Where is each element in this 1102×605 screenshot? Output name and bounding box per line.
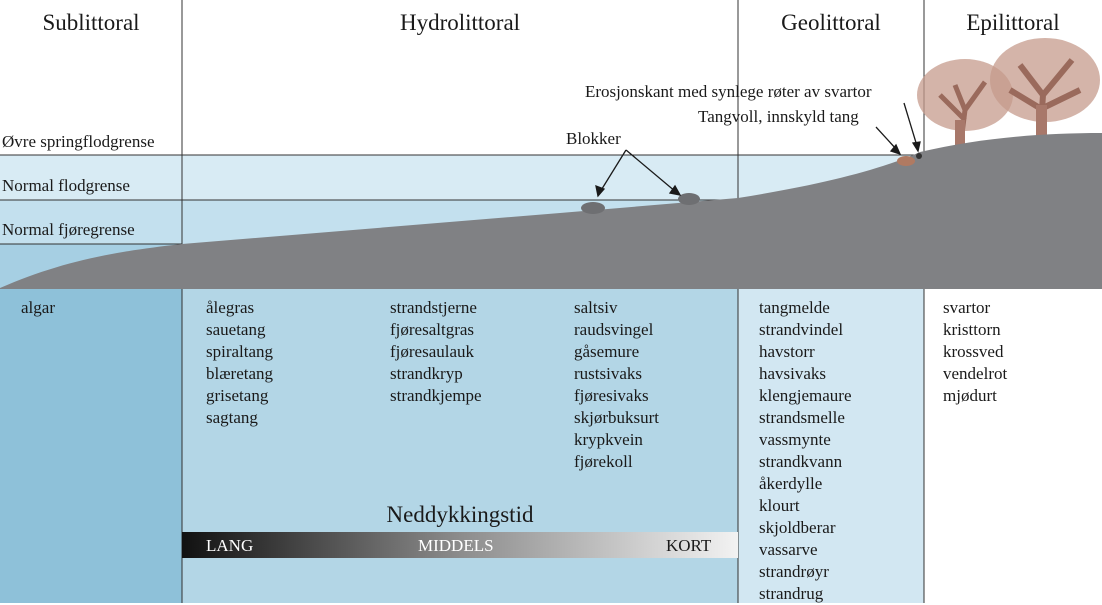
geolittoral-panel: [738, 288, 924, 603]
zone-title-epilittoral: Epilittoral: [966, 10, 1060, 35]
zone-title-sublittoral: Sublittoral: [42, 10, 140, 35]
level-label-normal-high-tide: Normal flodgrense: [2, 176, 130, 195]
species-name: svartor: [943, 298, 991, 317]
species-name: strandstjerne: [390, 298, 477, 317]
species-name: sauetang: [206, 320, 266, 339]
species-list-sublittoral: algar: [21, 297, 55, 319]
zone-title-hydrolittoral: Hydrolittoral: [399, 10, 521, 35]
species-name: fjøresivaks: [574, 386, 649, 405]
species-name: klengjemaure: [759, 386, 852, 405]
species-list-geolittoral: tangmelde strandvindel havstorr havsivaks kl…: [759, 297, 852, 605]
species-name: gåsemure: [574, 342, 640, 361]
submersion-label-short: KORT: [666, 536, 712, 555]
species-name: krypkvein: [574, 430, 643, 449]
annotation-erosion-edge: Erosjonskant med synlege røter av svarto…: [585, 82, 872, 101]
species-name: sagtang: [206, 408, 258, 427]
species-name: strandrug: [759, 584, 824, 603]
species-name: klourt: [759, 496, 800, 515]
species-name: mjødurt: [943, 386, 997, 405]
level-label-normal-low-tide: Normal fjøregrense: [2, 220, 135, 239]
water-band-upper: [0, 155, 924, 200]
species-name: spiraltang: [206, 342, 274, 361]
submersion-title: Neddykkingstid: [386, 502, 534, 527]
shore-profile: [0, 133, 1102, 289]
species-name: saltsiv: [574, 298, 618, 317]
species-name: fjørekoll: [574, 452, 633, 471]
boulder-1: [581, 202, 605, 214]
species-name: strandvindel: [759, 320, 844, 339]
species-name: fjøresaulauk: [390, 342, 475, 361]
submersion-label-medium: MIDDELS: [418, 536, 494, 555]
annotation-wrack: Tangvoll, innskyld tang: [698, 107, 859, 126]
species-name: vassmynte: [759, 430, 831, 449]
annotation-boulders: Blokker: [566, 129, 621, 148]
species-list-hydrolittoral-3: saltsiv raudsvingel gåsemure rustsivaks fjør…: [574, 297, 659, 473]
annotation-arrows: [595, 102, 921, 198]
species-name: skjørbuksurt: [574, 408, 659, 427]
erosion-roots: [916, 153, 922, 159]
zone-title-geolittoral: Geolittoral: [781, 10, 881, 35]
species-name: strandsmelle: [759, 408, 845, 427]
species-name: skjoldberar: [759, 518, 836, 537]
species-name: fjøresaltgras: [390, 320, 475, 339]
species-name: tangmelde: [759, 298, 830, 317]
species-name: blæretang: [206, 364, 274, 383]
species-name: åkerdylle: [759, 474, 823, 493]
species-name: krossved: [943, 342, 1004, 361]
species-name: havstorr: [759, 342, 815, 361]
species-list-hydrolittoral-2: strandstjerne fjøresaltgras fjøresaulauk st…: [390, 297, 482, 407]
species-name: havsivaks: [759, 364, 827, 383]
sublittoral-panel: [0, 288, 182, 603]
species-list-epilittoral: svartor kristtorn krossved vendelrot mjødurt: [943, 297, 1007, 407]
species-name: algar: [21, 298, 55, 317]
boulder-2: [678, 193, 700, 205]
species-name: strandkjempe: [390, 386, 482, 405]
alder-trees: [917, 38, 1100, 152]
species-name: ålegras: [206, 298, 255, 317]
species-name: strandkryp: [390, 364, 463, 383]
species-name: rustsivaks: [574, 364, 642, 383]
wrack-pile: [897, 156, 915, 166]
species-name: strandkvann: [759, 452, 843, 471]
species-name: vassarve: [759, 540, 818, 559]
species-name: vendelrot: [943, 364, 1008, 383]
level-label-upper-spring-tide: Øvre springflodgrense: [2, 132, 155, 151]
species-name: grisetang: [206, 386, 269, 405]
species-name: raudsvingel: [574, 320, 654, 339]
species-name: kristtorn: [943, 320, 1001, 339]
species-name: strandrøyr: [759, 562, 829, 581]
submersion-gradient-bar: [182, 532, 738, 558]
submersion-label-long: LANG: [206, 536, 254, 555]
species-list-hydrolittoral-1: ålegras sauetang spiraltang blæretang griset…: [206, 297, 273, 429]
